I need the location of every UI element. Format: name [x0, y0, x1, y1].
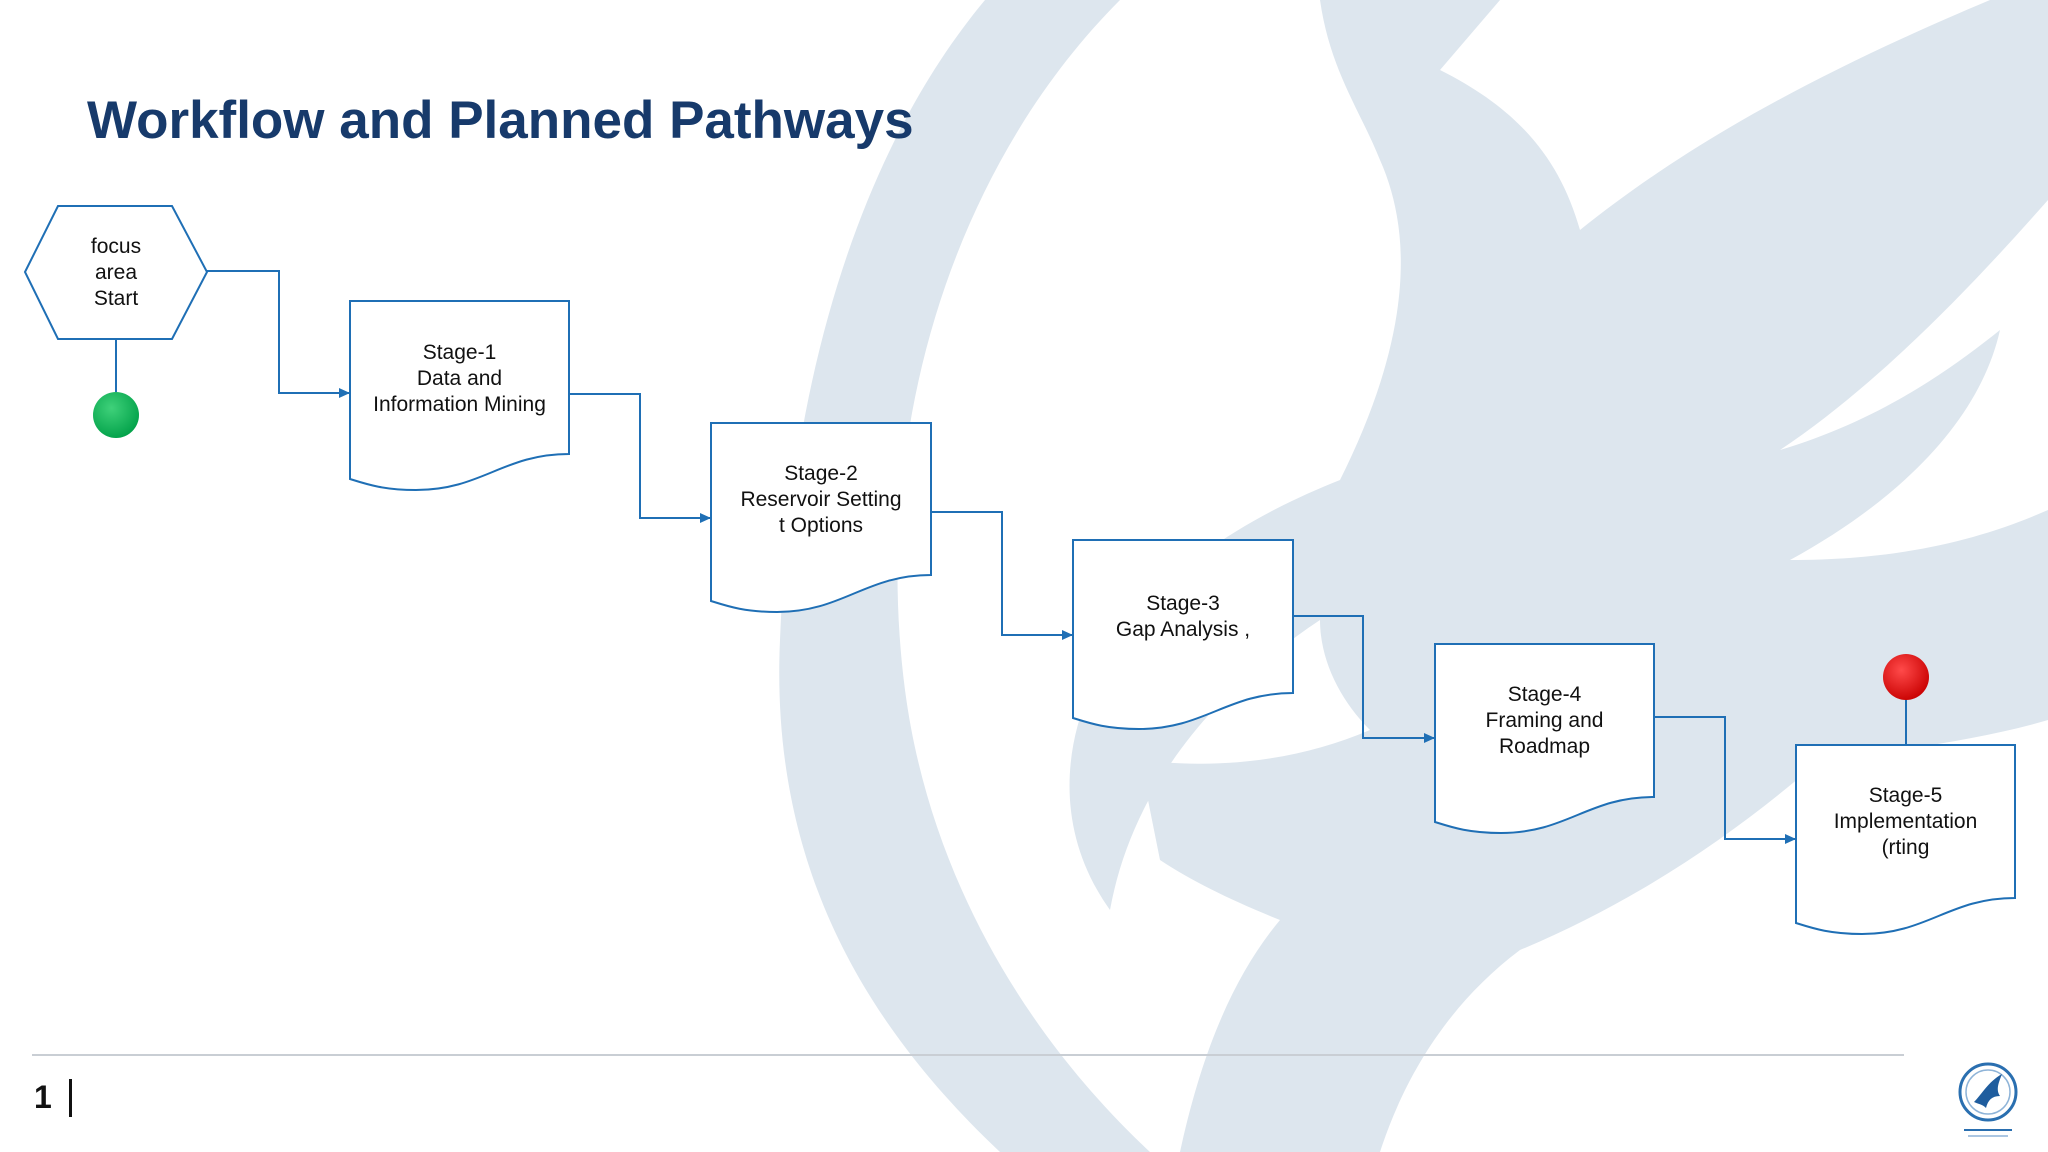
stage-5-shape: [1795, 744, 2016, 936]
watermark-eagle: [1069, 0, 2048, 1152]
start-label: focus area Start: [46, 234, 186, 312]
connector-stage-3-to-stage-4: [1293, 615, 1435, 743]
stage-5-title: Stage-5: [1868, 784, 1943, 807]
stage-1-line-2: Data and: [416, 367, 503, 390]
stage-4-line-2: Framing and: [1485, 709, 1604, 732]
stage-2-title: Stage-2: [784, 462, 858, 485]
stage-2-shape: [710, 422, 932, 614]
stage-2-line-3: t Options: [778, 514, 864, 537]
start-label-line-1: focus: [90, 235, 142, 258]
stage-1-title: Stage-1: [422, 341, 497, 364]
page-title: Workflow and Planned Pathways: [87, 91, 914, 150]
stage-4-label: Stage-4 Framing and Roadmap: [1435, 682, 1654, 760]
start-marker: [93, 392, 139, 438]
stage-2-label: Stage-2 Reservoir Setting t Options: [711, 461, 931, 539]
stage-1-shape: [349, 300, 570, 492]
start-label-line-3: Start: [93, 287, 139, 310]
stage-3-title: Stage-3: [1146, 592, 1220, 615]
watermark-ring: [779, 0, 1150, 1152]
stage-2-line-2: Reservoir Setting: [740, 488, 902, 511]
connector-stage-1-to-stage-2: [569, 393, 711, 523]
company-logo-icon: [1958, 1062, 2018, 1137]
stage-5-line-3: (rting: [1881, 836, 1930, 859]
stage-3-line-2: Gap Analysis ,: [1115, 618, 1251, 641]
stage-4-shape: [1434, 643, 1655, 835]
stage-5-line-2: Implementation: [1833, 810, 1978, 833]
stage-4-line-3: Roadmap: [1498, 735, 1591, 758]
stage-1-label: Stage-1 Data and Information Mining: [350, 340, 569, 418]
page-number-separator: [69, 1079, 72, 1117]
connector-stage-2-to-stage-3: [931, 511, 1073, 640]
end-marker: [1883, 654, 1929, 700]
page-number: 1: [34, 1079, 52, 1115]
stage-5-label: Stage-5 Implementation (rting: [1796, 783, 2015, 861]
connector-stage-4-to-stage-5: [1654, 716, 1796, 844]
footer-divider: [32, 1054, 1904, 1056]
stage-4-title: Stage-4: [1507, 683, 1582, 706]
connector-start-to-stage-1: [207, 270, 350, 398]
stage-3-label: Stage-3 Gap Analysis ,: [1073, 591, 1293, 643]
stage-3-shape: [1072, 539, 1294, 731]
stage-1-line-3: Information Mining: [373, 393, 546, 416]
start-label-line-2: area: [94, 261, 138, 284]
